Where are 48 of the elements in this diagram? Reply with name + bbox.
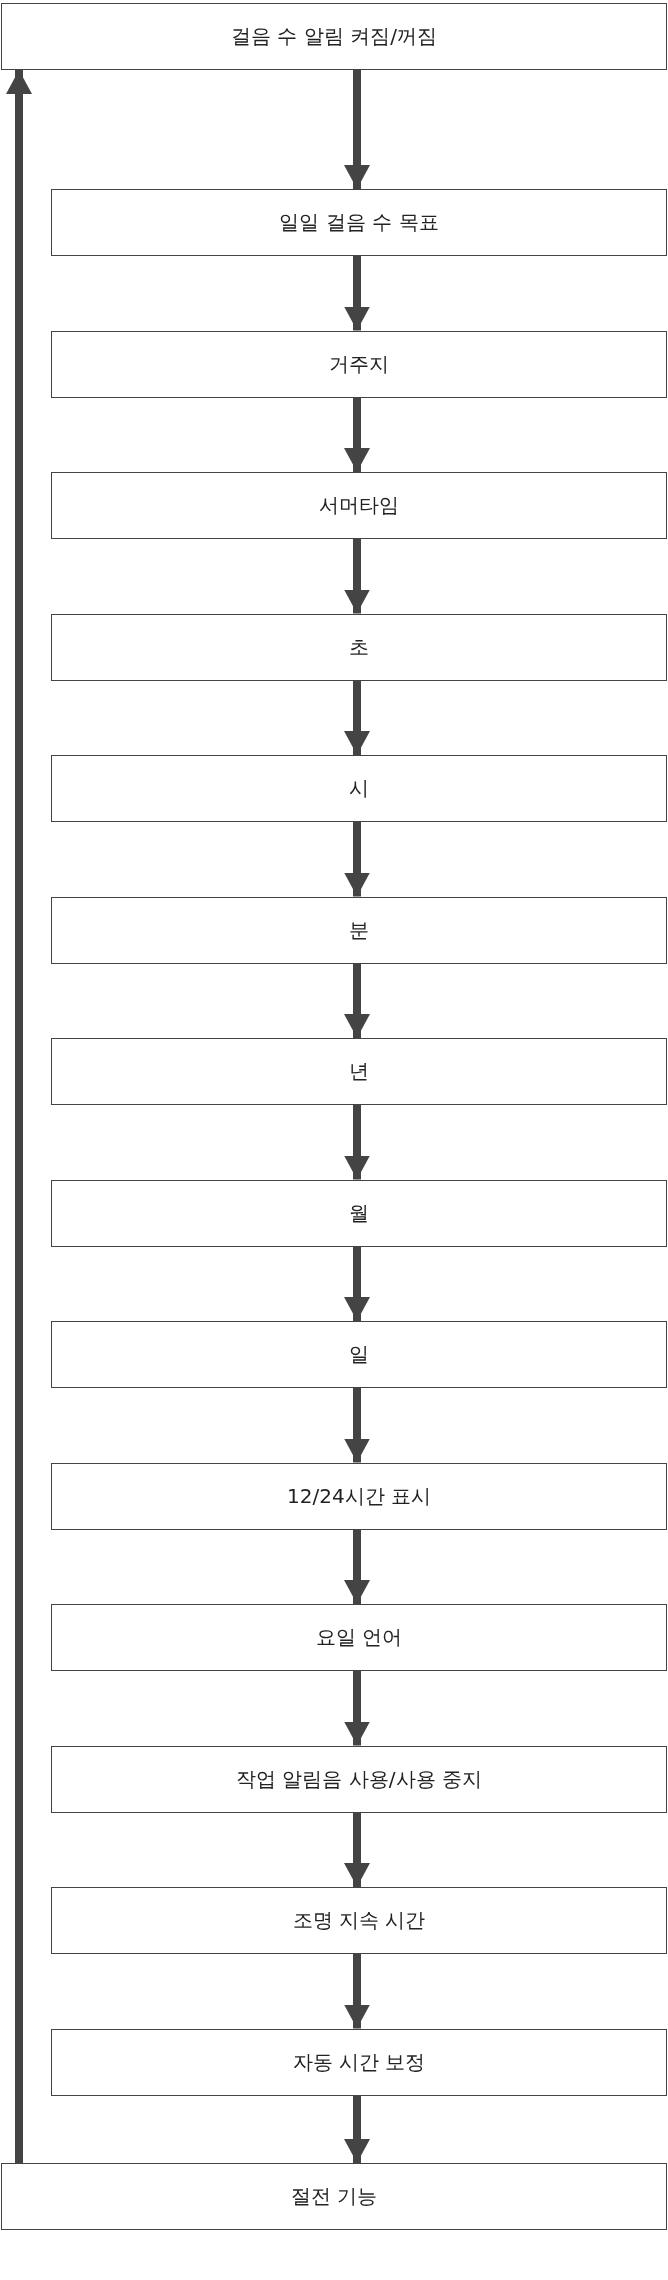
box-label: 작업 알림음 사용/사용 중지 <box>236 1765 482 1793</box>
box-label: 12/24시간 표시 <box>287 1482 431 1510</box>
arrow <box>344 1671 370 1746</box>
process-box <box>51 472 667 539</box>
process-box <box>51 1604 667 1671</box>
arrow <box>344 1812 370 1887</box>
box-label: 월 <box>349 1199 369 1227</box>
box-label: 일일 걸음 수 목표 <box>279 209 439 236</box>
arrow <box>344 1246 370 1321</box>
box-label: 년 <box>349 1058 369 1085</box>
arrow <box>344 397 370 472</box>
process-box <box>51 189 667 256</box>
arrow <box>344 70 370 189</box>
arrow <box>344 1529 370 1604</box>
arrow <box>344 1105 370 1180</box>
box-label: 요일 언어 <box>315 1624 403 1651</box>
process-box <box>1 2163 667 2230</box>
process-box <box>51 330 667 398</box>
box-label: 서머타임 <box>319 492 399 519</box>
process-box <box>51 1745 667 1813</box>
box-label: 거주지 <box>329 350 389 378</box>
box-label: 절전 기능 <box>290 2183 378 2210</box>
box-label: 시 <box>349 775 369 802</box>
process-box <box>51 1179 667 1247</box>
process-box <box>1 3 667 70</box>
arrow <box>344 822 370 897</box>
box-label: 걸음 수 알림 켜짐/꺼짐 <box>231 23 437 50</box>
arrow <box>6 70 32 2163</box>
box-label: 초 <box>349 633 369 661</box>
process-box <box>51 2028 667 2096</box>
box-label: 조명 지속 시간 <box>292 1907 426 1934</box>
arrow <box>344 2095 370 2163</box>
arrow <box>344 680 370 755</box>
process-box <box>51 613 667 681</box>
process-box <box>51 1462 667 1530</box>
box-label: 일 <box>349 1341 369 1368</box>
arrow <box>344 1954 370 2029</box>
process-box <box>51 755 667 822</box>
process-box <box>51 1887 667 1954</box>
arrow <box>344 256 370 331</box>
arrow <box>344 539 370 614</box>
process-box <box>51 896 667 964</box>
box-label: 분 <box>349 916 369 944</box>
process-box <box>51 1038 667 1105</box>
arrow <box>344 963 370 1038</box>
process-box <box>51 1321 667 1388</box>
box-label: 자동 시간 보정 <box>292 2048 426 2076</box>
arrow <box>344 1388 370 1463</box>
